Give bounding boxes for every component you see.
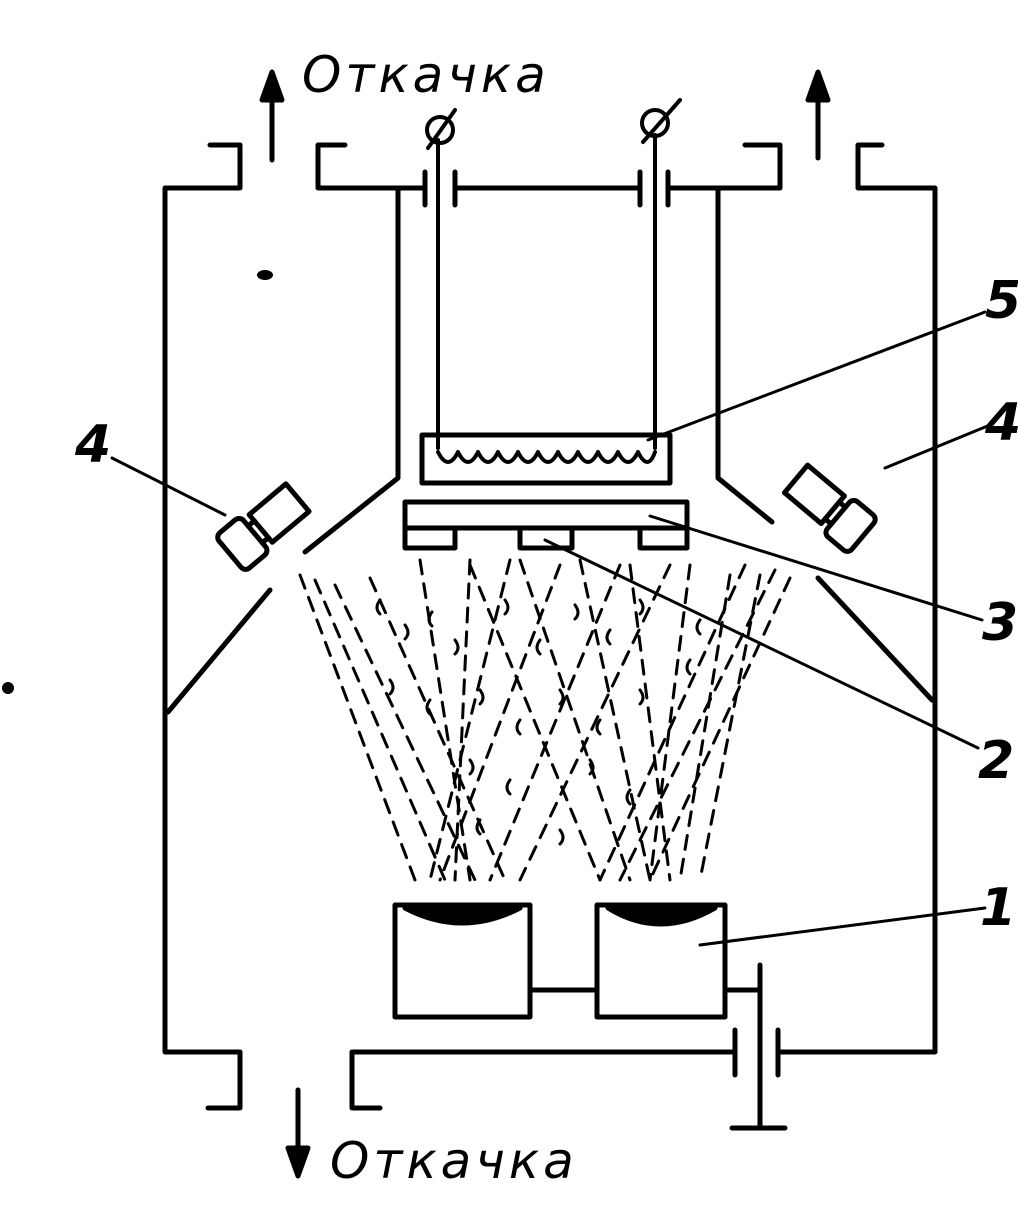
evaporator-left <box>392 902 533 1020</box>
evaporator-right <box>594 902 728 1020</box>
label-1: 1 <box>980 878 1016 938</box>
ion-flux-marks <box>375 598 702 846</box>
label-2: 2 <box>978 731 1014 791</box>
substrate <box>402 499 690 531</box>
pump-label-top: Откачка <box>302 46 550 104</box>
label-3: 3 <box>982 593 1018 653</box>
heater <box>419 432 673 486</box>
mask <box>402 525 690 551</box>
inner-shield <box>165 185 935 715</box>
pump-label-bottom: Откачка <box>330 1132 578 1190</box>
pump-arrow-bottom <box>285 1087 311 1179</box>
leader-lines <box>110 310 992 947</box>
label-4-right: 4 <box>984 393 1018 453</box>
scan-specks <box>2 270 273 694</box>
chamber-outer-wall <box>162 142 938 1111</box>
electrode-feedthrough <box>395 98 721 450</box>
label-5: 5 <box>985 271 1018 331</box>
vapor-flux <box>298 558 792 882</box>
pump-arrow-top-left <box>259 69 285 163</box>
ion-gun-right <box>781 462 878 554</box>
pump-arrow-top-right <box>805 69 831 161</box>
label-4-left: 4 <box>74 415 111 475</box>
evaporator-wiring <box>527 962 788 1131</box>
ion-gun-left <box>215 481 312 572</box>
